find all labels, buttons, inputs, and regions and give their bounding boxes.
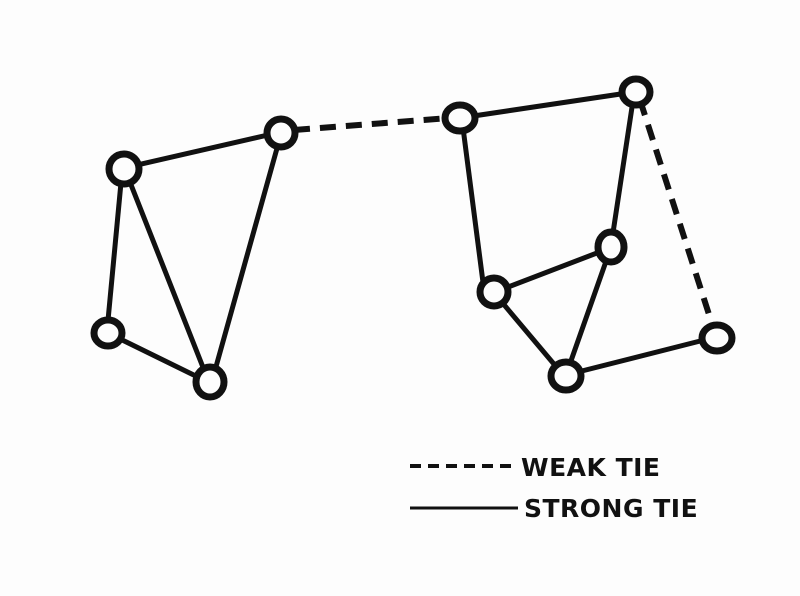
edge-strong-r1-r2 <box>457 89 637 121</box>
edge-weak-right <box>637 99 717 331</box>
node-l3 <box>90 316 126 350</box>
edge-strong-l1-l3 <box>104 169 125 334</box>
node-r4 <box>476 274 512 310</box>
legend-strong-label: STRONG TIE <box>524 494 698 523</box>
nodes <box>90 75 736 401</box>
node-r1 <box>441 101 479 135</box>
node-l1 <box>105 150 143 188</box>
edge-strong-l3-l4 <box>107 331 213 386</box>
edge-strong-l1-l2 <box>121 129 284 171</box>
edge-strong-l2-l4 <box>209 131 284 384</box>
edge-strong-r3-r6 <box>563 247 613 378</box>
edge-strong-r4-r6 <box>492 291 567 379</box>
node-r3 <box>594 228 628 266</box>
node-r2 <box>618 75 654 109</box>
legend-weak-label: WEAK TIE <box>521 453 661 482</box>
edge-strong-r3-r4 <box>492 245 613 295</box>
node-r5 <box>698 321 736 355</box>
node-r6 <box>547 358 585 394</box>
left-cluster-edges <box>104 129 284 386</box>
edge-weak-bridge <box>293 115 451 133</box>
edge-strong-l1-l4 <box>123 169 211 383</box>
node-l2 <box>263 115 299 151</box>
edge-strong-r2-r3 <box>608 91 637 249</box>
node-l4 <box>192 363 228 401</box>
right-cluster-edges <box>457 89 719 379</box>
edge-strong-r1-r4 <box>459 117 487 293</box>
edge-strong-r6-r5 <box>563 334 719 378</box>
legend: WEAK TIE STRONG TIE <box>410 453 698 523</box>
